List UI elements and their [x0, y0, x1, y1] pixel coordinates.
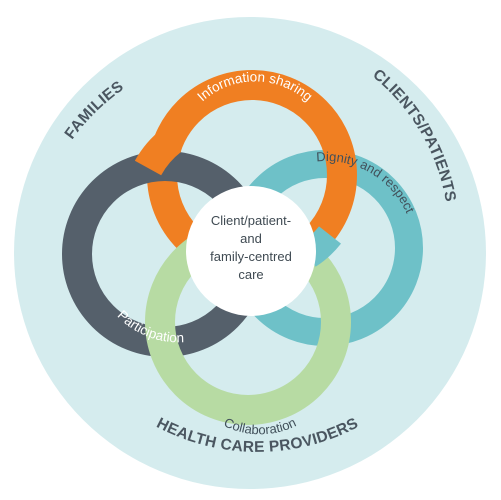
- center-line-1: Client/patient-: [211, 213, 291, 228]
- collaboration-label: Collaboration: [222, 415, 298, 438]
- center-line-3: family-centred: [210, 249, 292, 264]
- center-circle: [186, 186, 316, 316]
- center-line-2: and: [240, 231, 262, 246]
- center-line-4: care: [238, 267, 263, 282]
- ring-overlap-patch: [134, 128, 182, 176]
